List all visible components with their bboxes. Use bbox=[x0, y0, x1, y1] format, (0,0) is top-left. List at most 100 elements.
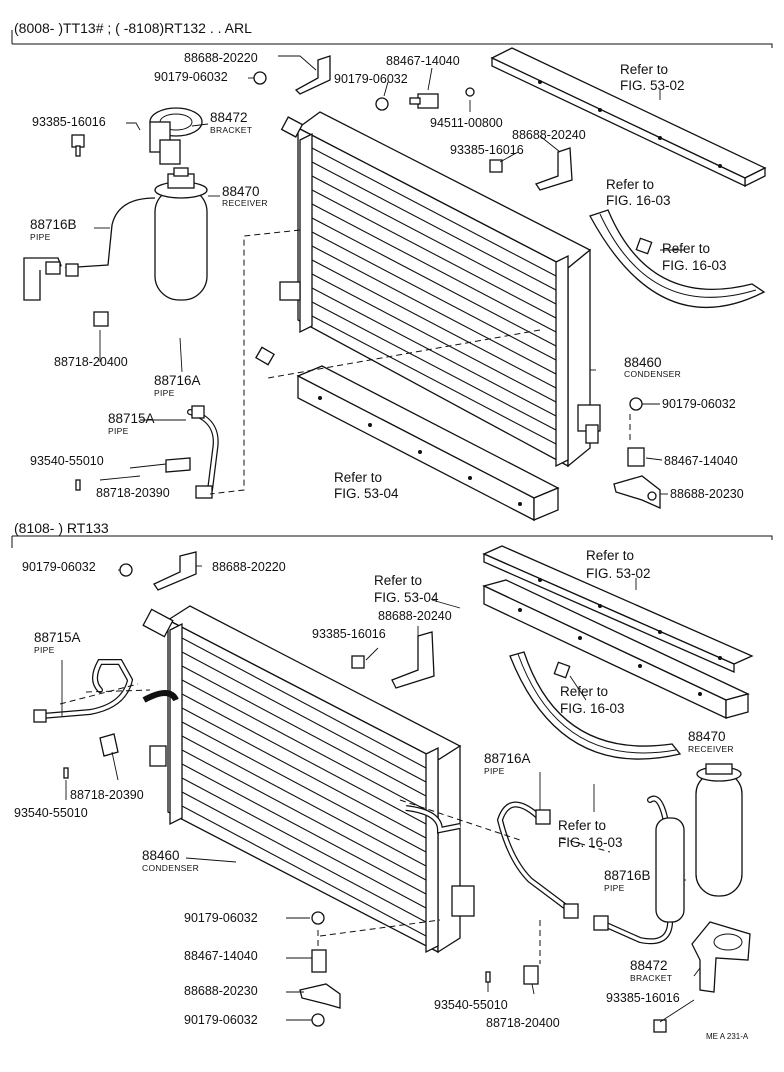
leader-lines-top bbox=[94, 55, 684, 495]
part-label-88718-20390: 88718-20390 bbox=[70, 788, 144, 802]
part-label-88688-20240: 88688-20240 bbox=[378, 609, 452, 623]
condenser-top bbox=[279, 111, 601, 468]
part-label-90179-06032: 90179-06032 bbox=[184, 911, 258, 925]
section-header-bottom: (8108- ) RT133 bbox=[14, 520, 109, 536]
condenser-fin-line bbox=[311, 217, 557, 347]
part-label-88688-20230: 88688-20230 bbox=[670, 487, 744, 501]
part-label-88470: 88470 bbox=[222, 184, 260, 199]
fan-shroud-top bbox=[589, 209, 766, 309]
ref-fig-16-03: Refer to bbox=[560, 684, 609, 699]
section-frame-bottom bbox=[11, 535, 773, 548]
dashed-lines-top bbox=[209, 229, 631, 495]
part-label-88718-20400: 88718-20400 bbox=[486, 1016, 560, 1030]
part-sub-receiver: RECEIVER bbox=[688, 744, 734, 754]
condenser-fin-line bbox=[181, 665, 427, 797]
part-label-93385-16016: 93385-16016 bbox=[312, 627, 386, 641]
ref-fig-53-02: Refer to bbox=[586, 548, 635, 563]
ref-fig-16-03-number: FIG. 16-03 bbox=[662, 258, 727, 273]
part-label-88716a: 88716A bbox=[484, 751, 531, 766]
part-label-88716b: 88716B bbox=[30, 217, 77, 232]
part-label-88688-20220: 88688-20220 bbox=[184, 51, 258, 65]
part-sub-pipe: PIPE bbox=[34, 645, 55, 655]
section-frame-top bbox=[11, 30, 773, 48]
condenser-fin-line bbox=[311, 273, 557, 403]
ref-fig-16-03-number: FIG. 16-03 bbox=[558, 835, 623, 850]
part-label-93385-16016: 93385-16016 bbox=[606, 991, 680, 1005]
condenser-fin-line bbox=[311, 231, 557, 361]
condenser-fin-line bbox=[311, 301, 557, 431]
condenser-fin-line bbox=[311, 203, 557, 333]
part-label-93540-55010: 93540-55010 bbox=[30, 454, 104, 468]
ref-fig-16-03-number: FIG. 16-03 bbox=[606, 193, 671, 208]
condenser-fin-line bbox=[181, 651, 427, 783]
part-label-90179-06032: 90179-06032 bbox=[184, 1013, 258, 1027]
condenser-fin-line bbox=[311, 147, 557, 277]
part-label-88715a: 88715A bbox=[108, 411, 155, 426]
part-label-88460: 88460 bbox=[624, 355, 662, 370]
part-sub-bracket: BRACKET bbox=[210, 125, 253, 135]
leader-lines-bottom bbox=[61, 565, 701, 1023]
part-sub-condenser: CONDENSER bbox=[142, 863, 200, 873]
ref-fig-53-04: Refer to bbox=[374, 573, 423, 588]
part-label-93385-16016: 93385-16016 bbox=[450, 143, 524, 157]
receiver-bracket-bottom bbox=[691, 921, 751, 993]
fan-shroud-bottom bbox=[509, 651, 682, 760]
pipes-bottom bbox=[33, 659, 685, 945]
receiver-top bbox=[154, 167, 208, 301]
part-sub-bracket: BRACKET bbox=[630, 973, 673, 983]
part-sub-pipe: PIPE bbox=[484, 766, 505, 776]
part-label-88688-20240: 88688-20240 bbox=[512, 128, 586, 142]
small-parts-top bbox=[71, 55, 661, 510]
ref-fig-16-03: Refer to bbox=[662, 241, 711, 256]
part-label-88467-14040: 88467-14040 bbox=[386, 54, 460, 68]
part-label-88716a: 88716A bbox=[154, 373, 201, 388]
condenser-fin-line bbox=[311, 315, 557, 445]
part-label-88470: 88470 bbox=[688, 729, 726, 744]
ref-fig-16-03: Refer to bbox=[558, 818, 607, 833]
part-label-90179-06032: 90179-06032 bbox=[22, 560, 96, 574]
condenser-fin-line bbox=[311, 175, 557, 305]
part-label-93540-55010: 93540-55010 bbox=[434, 998, 508, 1012]
part-label-88718-20400: 88718-20400 bbox=[54, 355, 128, 369]
part-label-88472: 88472 bbox=[630, 958, 668, 973]
part-label-88467-14040: 88467-14040 bbox=[184, 949, 258, 963]
part-label-88718-20390: 88718-20390 bbox=[96, 486, 170, 500]
condenser-fin-line bbox=[311, 287, 557, 417]
condenser-fin-line bbox=[181, 693, 427, 825]
ref-fig-53-04-number: FIG. 53-04 bbox=[334, 486, 399, 501]
condenser-fin-line bbox=[181, 721, 427, 853]
condenser-fin-line bbox=[181, 791, 427, 923]
ref-fig-16-03: Refer to bbox=[606, 177, 655, 192]
part-sub-condenser: CONDENSER bbox=[624, 369, 682, 379]
part-sub-receiver: RECEIVER bbox=[222, 198, 268, 208]
part-label-90179-06032: 90179-06032 bbox=[334, 72, 408, 86]
condenser-fin-line bbox=[181, 735, 427, 867]
condenser-bottom bbox=[142, 605, 475, 954]
condenser-fin-line bbox=[181, 637, 427, 769]
support-bar-53-04-bottom bbox=[482, 579, 750, 720]
ref-fig-53-02-number: FIG. 53-02 bbox=[586, 566, 651, 581]
ref-fig-53-04-number: FIG. 53-04 bbox=[374, 590, 439, 605]
condenser-fin-line bbox=[311, 189, 557, 319]
part-label-90179-06032: 90179-06032 bbox=[662, 397, 736, 411]
part-label-88688-20230: 88688-20230 bbox=[184, 984, 258, 998]
ref-fig-16-03-number: FIG. 16-03 bbox=[560, 701, 625, 716]
part-sub-pipe: PIPE bbox=[30, 232, 51, 242]
part-label-88715a: 88715A bbox=[34, 630, 81, 645]
part-label-88688-20220: 88688-20220 bbox=[212, 560, 286, 574]
figure-code: ME A 231-A bbox=[706, 1032, 749, 1041]
small-parts-bottom bbox=[63, 551, 667, 1033]
part-sub-pipe: PIPE bbox=[108, 426, 129, 436]
part-sub-pipe: PIPE bbox=[154, 388, 175, 398]
ref-fig-53-04: Refer to bbox=[334, 470, 383, 485]
condenser-fin-line bbox=[181, 777, 427, 909]
ref-fig-53-02-number: FIG. 53-02 bbox=[620, 78, 685, 93]
condenser-fin-line bbox=[311, 161, 557, 291]
ref-fig-53-02: Refer to bbox=[620, 62, 669, 77]
condenser-fin-line bbox=[181, 749, 427, 881]
support-bar-53-02-top bbox=[490, 47, 767, 188]
condenser-fin-line bbox=[181, 679, 427, 811]
part-label-88467-14040: 88467-14040 bbox=[664, 454, 738, 468]
